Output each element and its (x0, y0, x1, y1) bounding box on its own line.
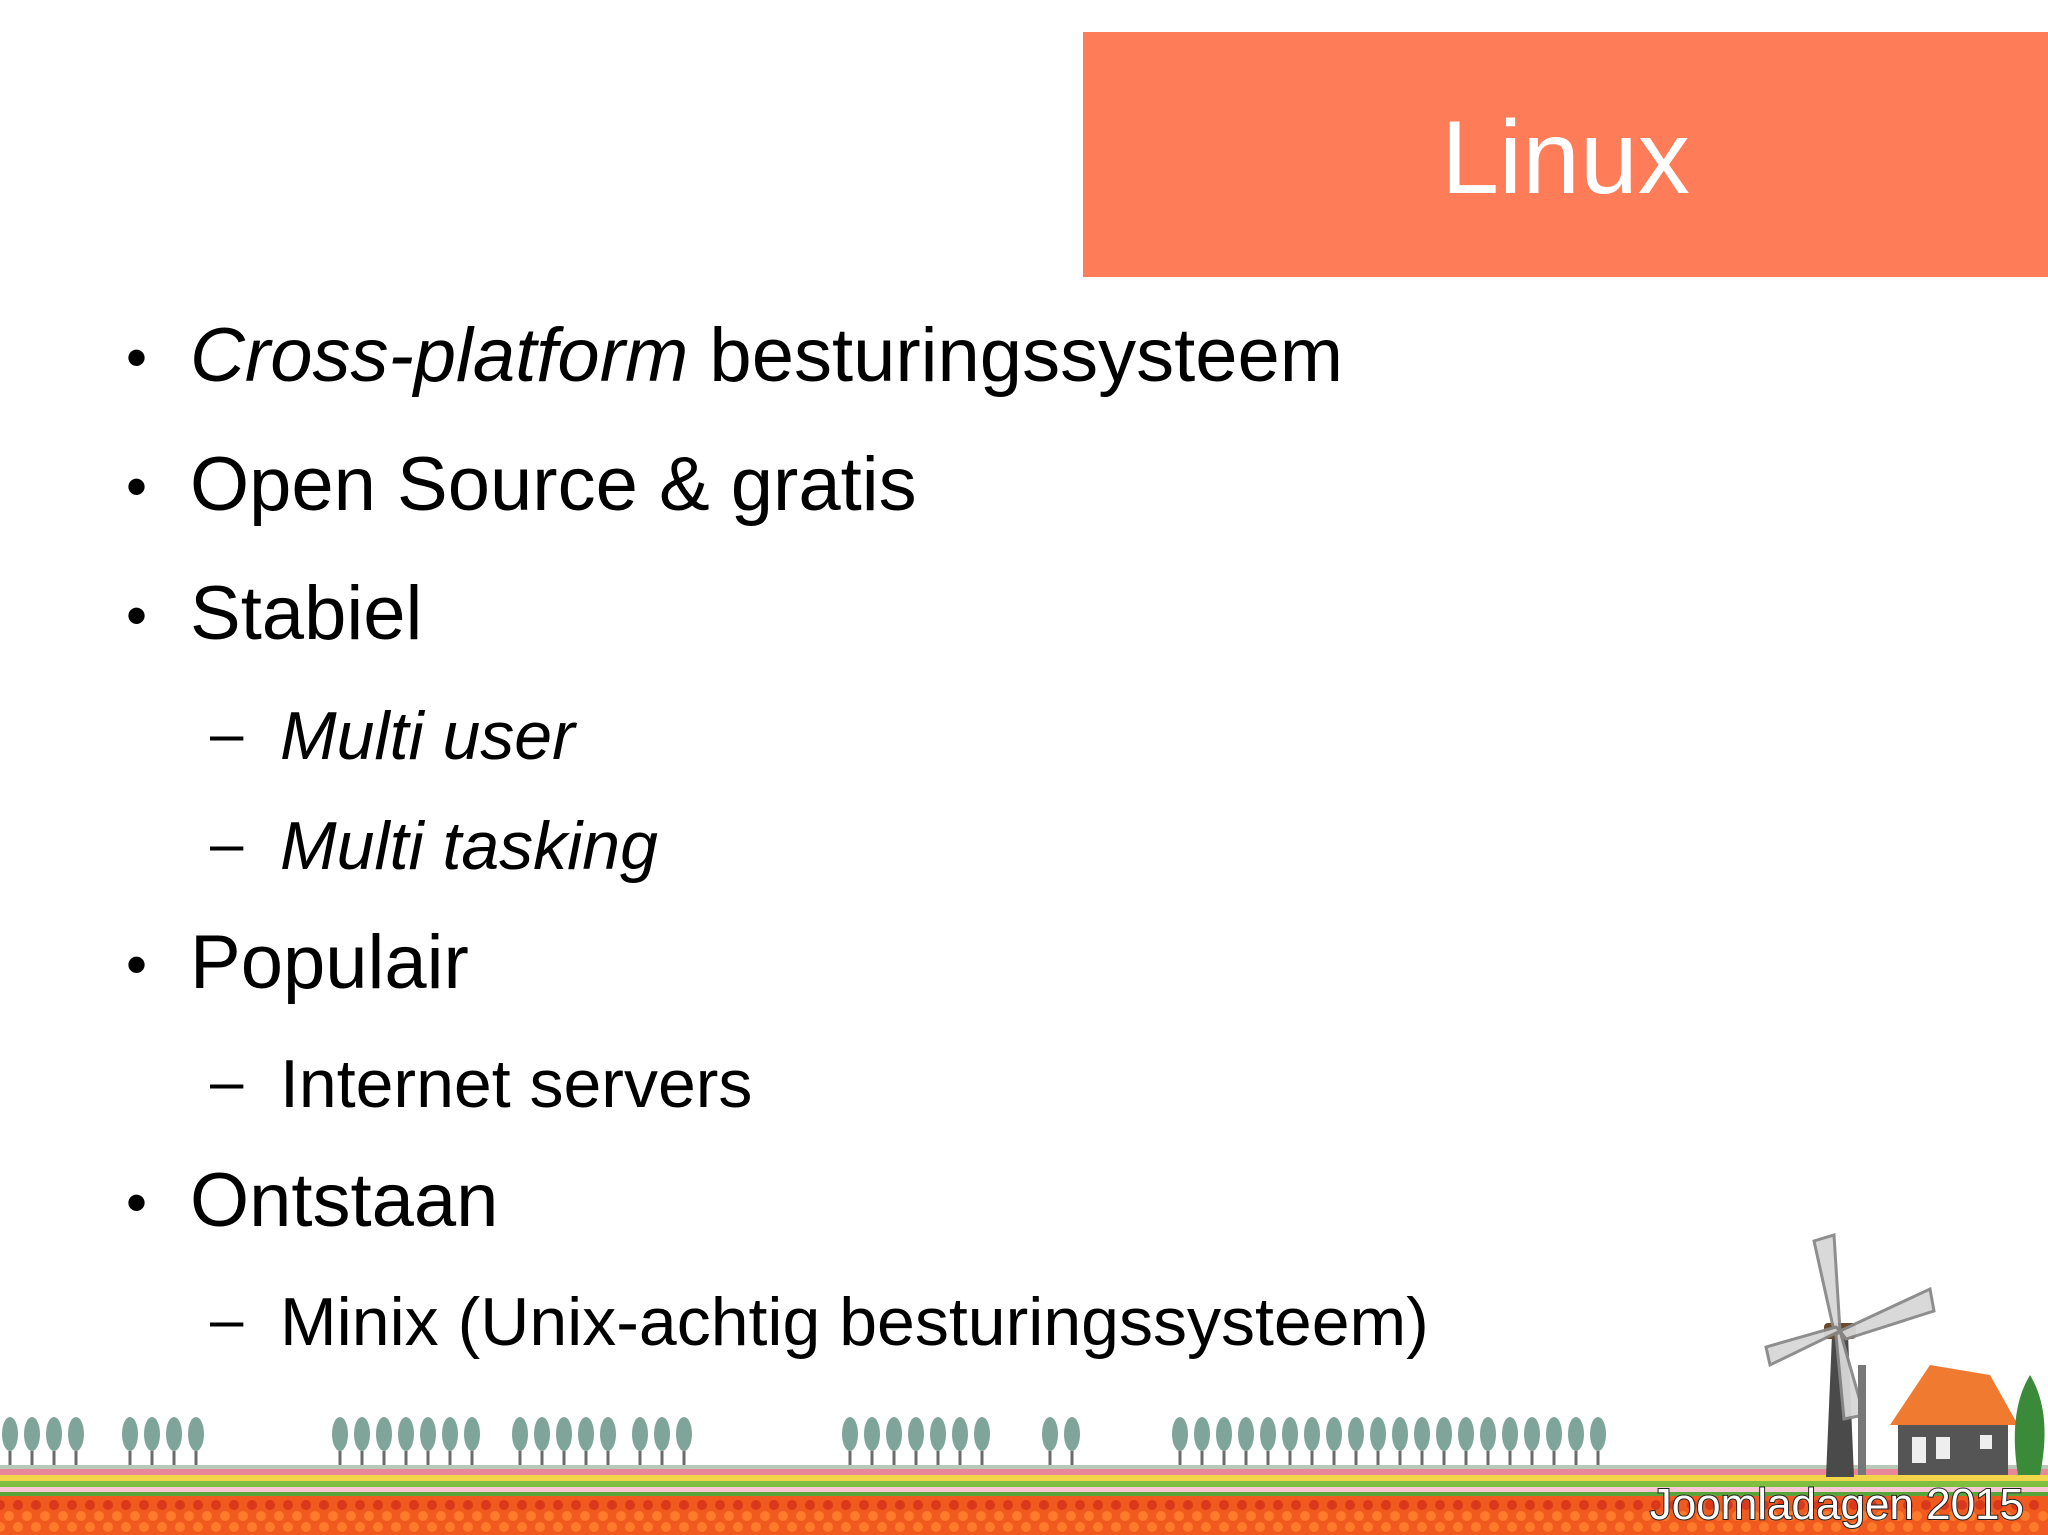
sub-bullet-text: Internet servers (280, 1046, 753, 1122)
tree-icon (68, 1417, 84, 1465)
tree-icon (654, 1417, 670, 1465)
tree-icon (1238, 1417, 1254, 1465)
tree-icon (842, 1417, 858, 1465)
bullet-text-italic: Cross-platform (190, 313, 689, 398)
tulip-field-landscape (0, 1233, 2048, 1535)
slide-title: Linux (1441, 99, 1690, 216)
title-banner: Linux (1083, 32, 2048, 277)
bullet-text: Open Source & gratis (190, 442, 917, 527)
tree-icon (1260, 1417, 1276, 1465)
sub-bullet-marker: – (210, 1048, 244, 1115)
windmill-icon (1764, 1233, 1936, 1477)
house-icon (1890, 1365, 2045, 1475)
bullet-text: Populair (190, 920, 469, 1005)
tree-icon (1392, 1417, 1408, 1465)
tree-icon (534, 1417, 550, 1465)
sub-bullet-text: Minix (Unix-achtig besturingssysteem) (280, 1284, 1429, 1360)
bullet-marker: • (126, 324, 148, 391)
tree-icon (376, 1417, 392, 1465)
bullet-text: Ontstaan (190, 1158, 499, 1243)
footer-event-label: Joomladagen 2015 (1649, 1480, 2025, 1529)
bullet-marker: • (126, 453, 148, 520)
tree-icon (1502, 1417, 1518, 1465)
tree-icon (1590, 1417, 1606, 1465)
tree-icon (122, 1417, 138, 1465)
tree-icon (632, 1417, 648, 1465)
tree-icon (1436, 1417, 1452, 1465)
tulip-rows (0, 1500, 2048, 1532)
tree-icon (1568, 1417, 1584, 1465)
sub-bullet-text: Multi user (280, 698, 575, 774)
tree-icon (512, 1417, 528, 1465)
tree-row (2, 1417, 1606, 1465)
tree-icon (354, 1417, 370, 1465)
tree-icon (1064, 1417, 1080, 1465)
tree-icon (46, 1417, 62, 1465)
tree-icon (578, 1417, 594, 1465)
tree-icon (332, 1417, 348, 1465)
tree-icon (464, 1417, 480, 1465)
tree-icon (1348, 1417, 1364, 1465)
tree-icon (1194, 1417, 1210, 1465)
tree-icon (1480, 1417, 1496, 1465)
tree-icon (1414, 1417, 1430, 1465)
tree-icon (1282, 1417, 1298, 1465)
tree-icon (1458, 1417, 1474, 1465)
tree-icon (1304, 1417, 1320, 1465)
bullet-marker: • (126, 1169, 148, 1236)
tree-icon (1370, 1417, 1386, 1465)
tree-icon (952, 1417, 968, 1465)
tree-icon (930, 1417, 946, 1465)
tree-icon (600, 1417, 616, 1465)
tree-icon (144, 1417, 160, 1465)
tree-icon (556, 1417, 572, 1465)
tree-icon (886, 1417, 902, 1465)
tree-icon (676, 1417, 692, 1465)
bullet-marker: • (126, 931, 148, 998)
tree-icon (908, 1417, 924, 1465)
sub-bullet-text: Multi tasking (280, 808, 658, 884)
bullet-marker: • (126, 582, 148, 649)
tree-icon (188, 1417, 204, 1465)
tree-icon (166, 1417, 182, 1465)
tree-icon (24, 1417, 40, 1465)
tree-icon (1326, 1417, 1342, 1465)
bullet-text: Stabiel (190, 571, 423, 656)
sub-bullet-marker: – (210, 700, 244, 767)
tree-icon (1524, 1417, 1540, 1465)
tree-icon (1042, 1417, 1058, 1465)
tree-icon (864, 1417, 880, 1465)
tree-icon (1216, 1417, 1232, 1465)
tree-icon (2, 1417, 18, 1465)
sub-bullet-marker: – (210, 1286, 244, 1353)
bullet-text: besturingssysteem (688, 313, 1344, 398)
tree-icon (442, 1417, 458, 1465)
tree-icon (974, 1417, 990, 1465)
tree-icon (1546, 1417, 1562, 1465)
tree-icon (398, 1417, 414, 1465)
sub-bullet-marker: – (210, 810, 244, 877)
tree-icon (1172, 1417, 1188, 1465)
tree-icon (420, 1417, 436, 1465)
